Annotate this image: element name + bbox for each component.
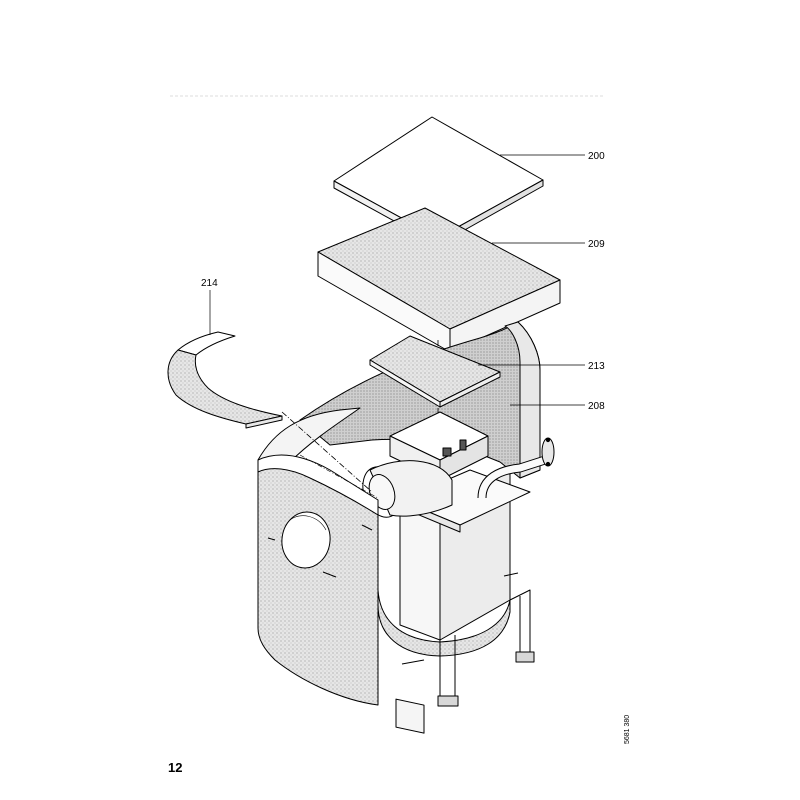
part-214-insulation-strip	[167, 331, 283, 429]
callout-213: 213	[588, 361, 605, 372]
boiler-body	[362, 411, 555, 734]
callout-214: 214	[201, 278, 218, 289]
drawing-code: 5681 380	[624, 714, 631, 744]
callout-208: 208	[588, 401, 605, 412]
callout-209: 209	[588, 239, 605, 250]
assembly-axis-214-casing	[281, 411, 373, 493]
callout-200: 200	[588, 151, 605, 162]
part-213-insulation-pad	[369, 335, 501, 408]
page-number: 12	[168, 760, 183, 775]
front-casing-panel	[257, 407, 379, 706]
part-209-insulation-mat	[317, 207, 561, 353]
assembly-axis-flue	[299, 454, 379, 499]
